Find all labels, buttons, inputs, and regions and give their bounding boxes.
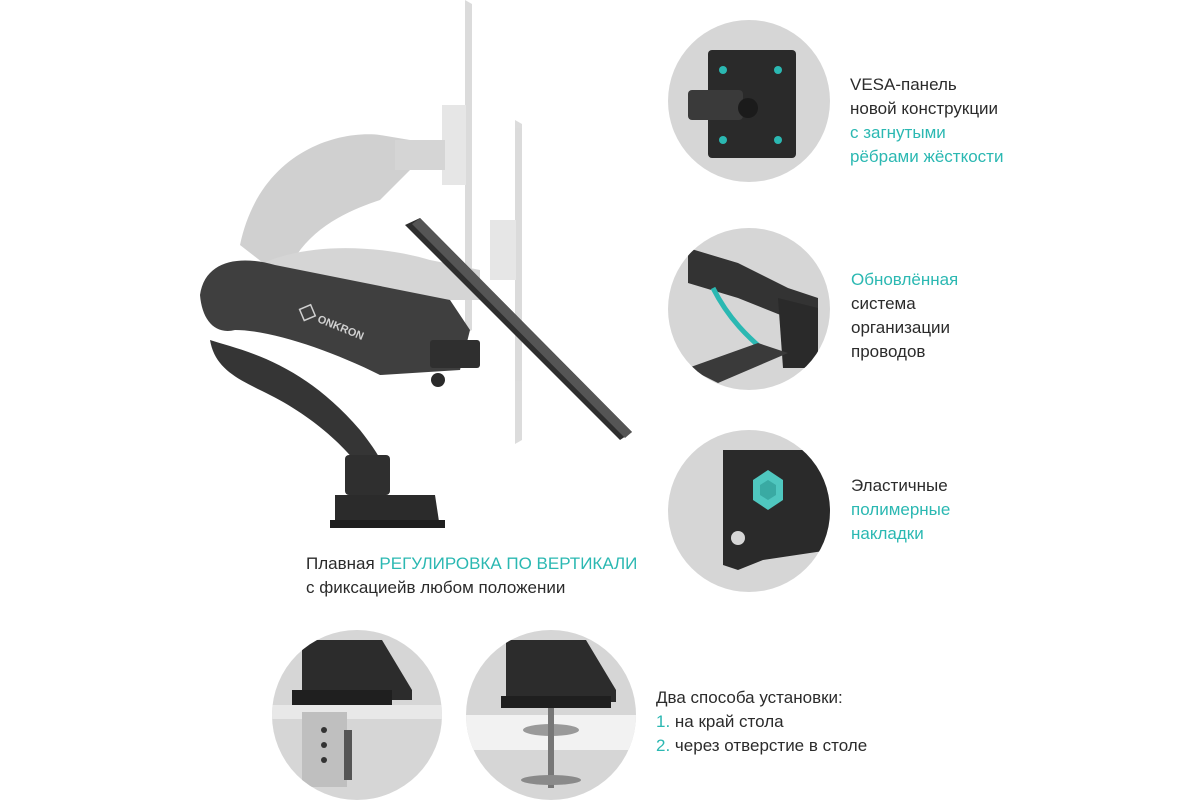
install-item: 2. через отверстие в столе	[656, 734, 867, 758]
install-item-number: 1.	[656, 712, 671, 731]
feature-line: система	[851, 294, 916, 313]
feature-line: организации	[851, 318, 951, 337]
feature-line-accent: полимерные	[851, 500, 951, 519]
feature-line: новой конструкции	[850, 99, 999, 118]
vertical-adjust-caption: Плавная РЕГУЛИРОВКА ПО ВЕРТИКАЛИ с фикса…	[306, 552, 637, 600]
monitor-arm-image: ONKRON	[200, 0, 632, 528]
vesa-plate-image	[688, 50, 796, 158]
install-methods: Два способа установки: 1. на край стола …	[656, 686, 867, 758]
install-item-text: на край стола	[674, 712, 784, 731]
cable-channel-image	[688, 248, 818, 383]
caption-accent: РЕГУЛИРОВКА ПО ВЕРТИКАЛИ	[379, 554, 638, 573]
feature-line-accent: накладки	[851, 524, 924, 543]
install-item: 1. на край стола	[656, 710, 867, 734]
install-item-number: 2.	[656, 736, 671, 755]
monitor-arm-illustration: ONKRON	[180, 0, 650, 545]
elastic-pad-detail	[668, 430, 830, 592]
elastic-pad-image	[723, 450, 830, 570]
grommet-mount-detail	[466, 630, 636, 800]
feature-vesa-text: VESA-панель новой конструкции с загнутым…	[850, 73, 1003, 169]
vesa-plate-detail	[668, 20, 830, 182]
feature-line: проводов	[851, 342, 926, 361]
clamp-mount-image	[272, 640, 442, 787]
grommet-mount-image	[466, 640, 636, 788]
feature-line: Эластичные	[851, 476, 948, 495]
cable-management-detail	[668, 228, 830, 390]
feature-line: VESA-панель	[850, 75, 957, 94]
install-title: Два способа установки:	[656, 688, 843, 707]
feature-pads-text: Эластичные полимерные накладки	[851, 474, 950, 546]
install-item-text: через отверстие в столе	[674, 736, 868, 755]
clamp-mount-detail	[272, 630, 442, 800]
caption-line2: с фиксациейв любом положении	[306, 578, 566, 597]
caption-prefix: Плавная	[306, 554, 380, 573]
feature-cable-text: Обновлённая система организации проводов	[851, 268, 958, 364]
feature-line-accent: с загнутыми	[850, 123, 946, 142]
feature-line-accent: рёбрами жёсткости	[850, 147, 1004, 166]
feature-line-accent: Обновлённая	[851, 270, 959, 289]
